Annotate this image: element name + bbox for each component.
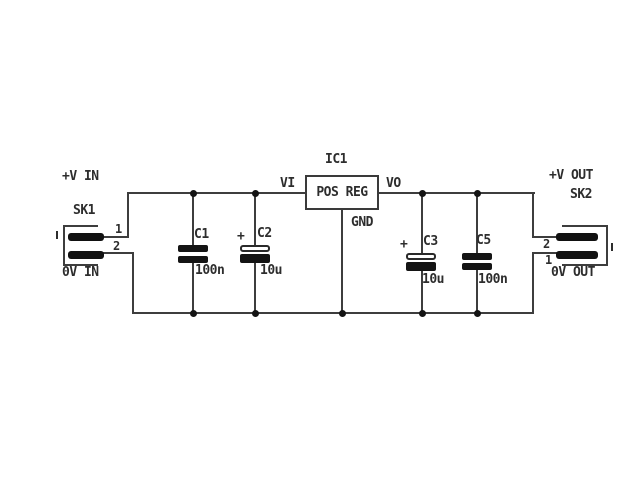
c3-plate-negative [406,262,436,271]
sk2-pin1-index-mark [611,243,613,251]
sk1-bracket-side [63,225,65,266]
c5-value-label: 100n [478,272,508,287]
sk1-plus-v-in-label: +V IN [62,169,99,184]
c1-plate-bottom [178,256,208,263]
sk1-pin1-contact [68,233,104,241]
junction-dot [474,310,481,317]
wire-c2-bottom [254,262,256,314]
junction-dot [252,190,259,197]
c5-ref-label: C5 [476,233,491,248]
sk1-bracket-top-arm [63,225,98,227]
wire-c1-bottom [192,262,194,314]
wire-right-top-vertical [532,192,534,238]
wire-ic1-gnd [341,209,343,314]
junction-dot [252,310,259,317]
ic1-type-label: POS REG [316,185,368,200]
sk2-bracket-top-arm [562,225,608,227]
c3-plate-positive [406,253,436,260]
sk2-bracket-side [606,225,608,266]
sk2-pin2-number: 2 [543,237,550,251]
sk2-pin1-number: 1 [545,253,552,267]
wire-left-bottom-vertical [132,252,134,314]
sk2-pin1-contact [556,251,598,259]
wire-c3-bottom [421,269,423,314]
wire-output-rail [375,192,535,194]
wire-c5-top [476,192,478,254]
ic1-pin-vo-label: VO [386,176,401,191]
wire-sk1-pin2 [102,252,134,254]
c3-value-label: 10u [422,272,444,287]
ic1-body: POS REG [305,175,379,210]
c3-ref-label: C3 [423,234,438,249]
junction-dot [339,310,346,317]
c5-plate-top [462,253,492,260]
wire-c1-top [192,192,194,246]
sk2-pin2-contact [556,233,598,241]
sk2-ref-label: SK2 [570,187,592,202]
c3-polarity-plus: + [400,237,408,252]
c2-polarity-plus: + [237,229,245,244]
sk1-bracket-bottom-arm [63,264,98,266]
wire-bottom-rail [132,312,534,314]
sk1-ref-label: SK1 [73,203,95,218]
junction-dot [474,190,481,197]
sk2-plus-v-out-label: +V OUT [549,168,593,183]
wire-top-rail [127,192,307,194]
wire-sk2-pin1 [532,252,560,254]
sk1-pin1-index-mark [56,231,58,239]
c1-ref-label: C1 [194,227,209,242]
junction-dot [190,190,197,197]
c2-value-label: 10u [260,263,282,278]
ic1-pin-vi-label: VI [280,176,295,191]
c1-plate-top [178,245,208,252]
ic1-pin-gnd-label: GND [351,215,373,230]
wire-sk1-pin1 [102,236,129,238]
sk1-zero-v-in-label: 0V IN [62,265,99,280]
c5-plate-bottom [462,263,492,270]
junction-dot [419,190,426,197]
wire-c5-bottom [476,269,478,314]
c2-ref-label: C2 [257,226,272,241]
junction-dot [419,310,426,317]
sk2-bracket-bottom-arm [562,264,608,266]
sk2-zero-v-out-label: 0V OUT [551,265,595,280]
sk1-pin2-contact [68,251,104,259]
wire-sk2-pin2 [532,236,560,238]
wire-c3-top [421,192,423,254]
ic1-ref-label: IC1 [325,152,347,167]
wire-right-bottom-vertical [532,252,534,314]
c2-plate-positive [240,245,270,252]
wire-left-top-vertical [127,192,129,238]
c2-plate-negative [240,254,270,263]
junction-dot [190,310,197,317]
wire-c2-top [254,192,256,246]
sk1-pin1-number: 1 [115,222,122,236]
sk1-pin2-number: 2 [113,239,120,253]
c1-value-label: 100n [195,263,225,278]
